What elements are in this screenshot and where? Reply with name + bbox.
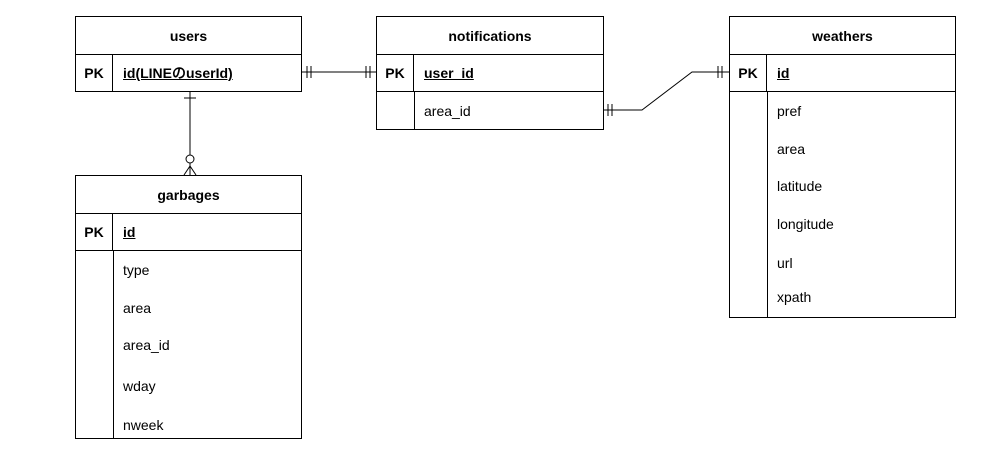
table-title: garbages	[76, 176, 301, 214]
pk-label: PK	[730, 55, 767, 91]
pk-field: id	[123, 224, 136, 240]
column-field: longitude	[777, 216, 834, 232]
column-list: pref area latitude longitude url xpath	[730, 92, 955, 317]
table-users[interactable]: users PK id(LINEのuserId)	[75, 16, 302, 92]
pk-label: PK	[76, 214, 113, 250]
table-weathers[interactable]: weathers PK id pref area latitude longit…	[729, 16, 956, 318]
column-field: wday	[123, 378, 156, 394]
column-field: url	[777, 255, 793, 271]
pk-field: user_id	[424, 65, 474, 81]
pk-row: PK id	[730, 55, 955, 92]
pk-row: PK id(LINEのuserId)	[76, 55, 301, 92]
pk-field: id	[777, 65, 790, 81]
column-divider	[113, 251, 114, 438]
column-field: nweek	[123, 417, 164, 433]
column-list: type area area_id wday nweek	[76, 251, 301, 438]
pk-row: PK id	[76, 214, 301, 251]
column-field: latitude	[777, 178, 823, 194]
table-notifications[interactable]: notifications PK user_id area_id	[376, 16, 604, 130]
column-field: area	[777, 141, 806, 157]
pk-label: PK	[76, 55, 113, 91]
pk-field: id(LINEのuserId)	[123, 65, 233, 81]
column-divider	[414, 92, 415, 129]
column-field: area_id	[424, 103, 471, 119]
column-divider	[767, 92, 768, 317]
table-title: notifications	[377, 17, 603, 55]
column-field: pref	[777, 103, 802, 119]
table-title: users	[76, 17, 301, 55]
column-field: xpath	[777, 289, 812, 305]
table-title: weathers	[730, 17, 955, 55]
relation-users-garbages	[183, 92, 197, 176]
column-field: area_id	[123, 337, 170, 353]
pk-row: PK user_id	[377, 55, 603, 92]
pk-label: PK	[377, 55, 414, 91]
column-field: area	[123, 300, 152, 316]
column-field: type	[123, 262, 150, 278]
relation-notifications-weathers	[604, 66, 729, 116]
relation-users-notifications	[301, 66, 376, 78]
column-list: area_id	[377, 92, 603, 129]
table-garbages[interactable]: garbages PK id type area area_id wday nw…	[75, 175, 302, 439]
